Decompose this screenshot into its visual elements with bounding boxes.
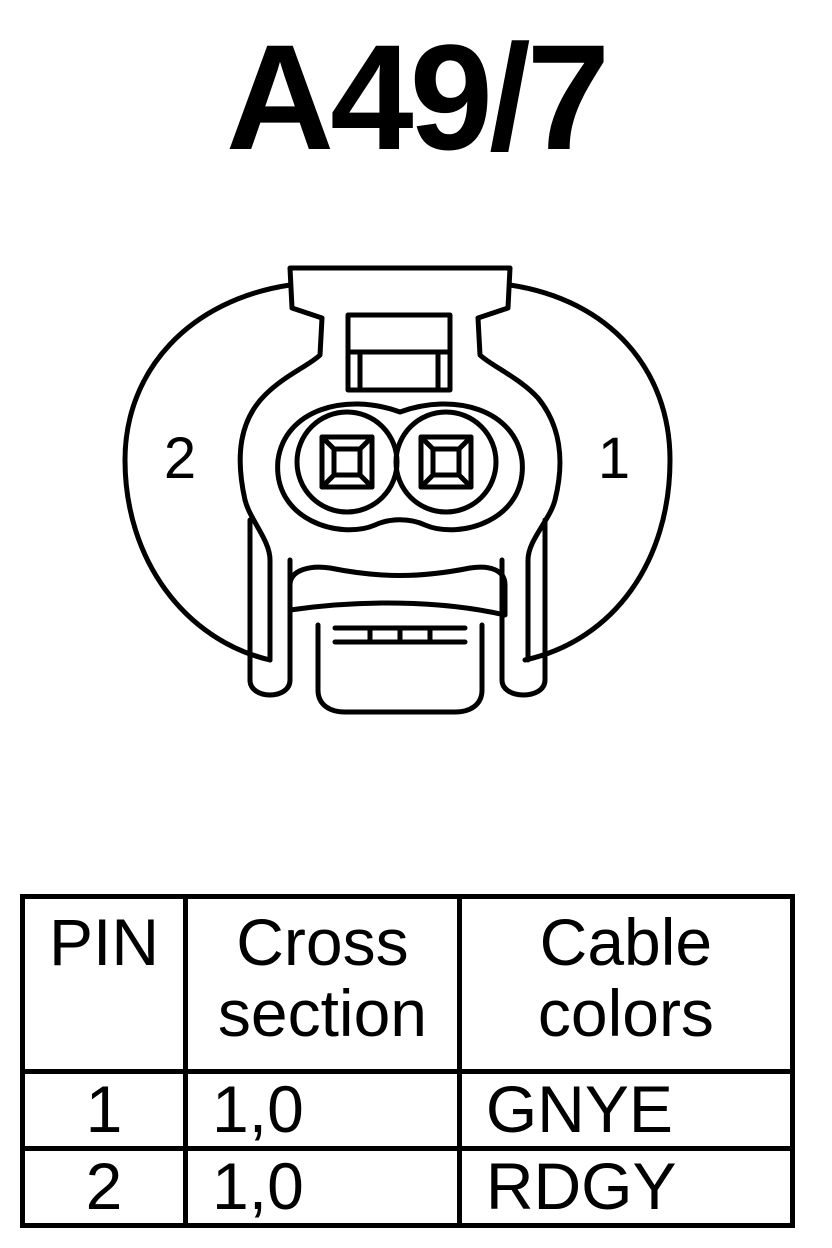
pin-cavity-outline — [275, 401, 525, 533]
pin-2-terminal-inner — [331, 446, 363, 478]
coding-key-outline — [315, 622, 485, 715]
cell-pin: 1 — [19, 1069, 189, 1151]
left-lock-leg — [247, 517, 293, 698]
right-lock-leg — [499, 517, 548, 698]
pin-1-terminal-inner — [430, 446, 462, 478]
connector-id-title: A49/7 — [225, 13, 610, 181]
table-row: 1 1,0 GNYE — [19, 1069, 796, 1151]
cell-pin: 2 — [19, 1146, 189, 1228]
header-cross-section: Cross section — [183, 894, 462, 1074]
coding-pocket-outline — [287, 564, 508, 618]
cell-cable-color: RDGY — [456, 1146, 796, 1228]
pin-label-left: 2 — [164, 426, 196, 491]
pin-assignment-table: PIN Cross section Cable colors 1 1,0 GNY… — [19, 894, 796, 1228]
pin-1-terminal-outer — [418, 434, 474, 490]
latch-tab-outline — [237, 265, 563, 663]
cell-cable-color: GNYE — [456, 1069, 796, 1151]
pin-1-cavity — [393, 409, 499, 515]
pin-label-right: 1 — [598, 426, 630, 491]
pin-2-terminal-outer — [319, 434, 375, 490]
header-pin: PIN — [19, 894, 189, 1074]
header-cable-colors: Cable colors — [456, 894, 796, 1074]
table-header-row: PIN Cross section Cable colors — [19, 894, 796, 1074]
connector-face-diagram: 2 1 — [122, 265, 673, 715]
cell-cross-section: 1,0 — [183, 1146, 462, 1228]
table-row: 2 1,0 RDGY — [19, 1146, 796, 1228]
cell-cross-section: 1,0 — [183, 1069, 462, 1151]
housing-outline — [122, 282, 673, 663]
pin-2-cavity — [294, 409, 400, 515]
